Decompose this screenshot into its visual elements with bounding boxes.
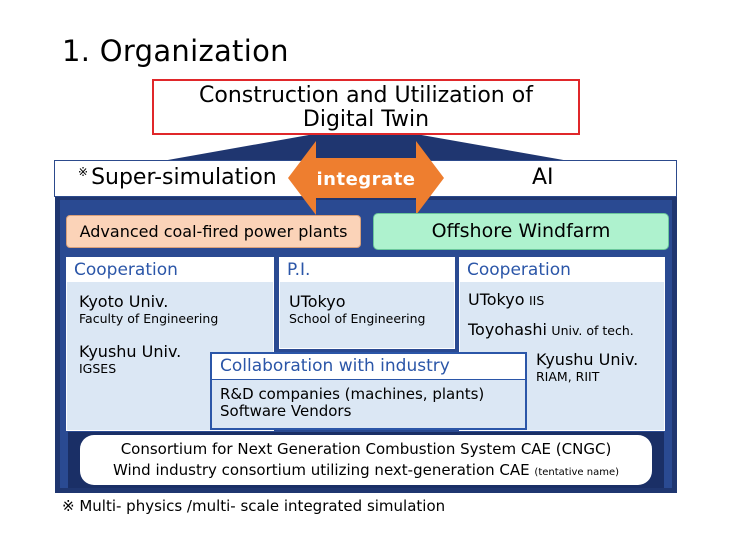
integrate-label: integrate [316,169,416,190]
cooperation-left-heading: Cooperation [67,258,273,282]
kyoto-univ: Kyoto Univ. [79,292,169,311]
industry-line1: R&D companies (machines, plants) [220,385,485,403]
industry-collaboration-box: Collaboration with industry R&D companie… [210,352,527,430]
toyohashi-name: Toyohashi [468,320,547,339]
kyushu-univ-left: Kyushu Univ. [79,342,182,361]
industry-heading: Collaboration with industry [212,354,525,380]
utokyo-pi-dept: School of Engineering [289,311,426,326]
toyohashi-dept: Univ. of tech. [551,323,634,338]
pi-heading: P.I. [280,258,454,282]
integrate-arrow-icon [288,141,444,215]
footnote: ※ Multi- physics /multi- scale integrate… [62,497,446,515]
kyushu-univ-right-dept: RIAM, RIIT [536,369,600,384]
toyohashi: Toyohashi Univ. of tech. [468,320,664,340]
kyushu-univ-left-dept: IGSES [79,361,117,376]
super-simulation-text: Super-simulation [91,165,277,190]
consortium-line1: Consortium for Next Generation Combustio… [120,440,612,458]
offshore-windfarm-theme: Offshore Windfarm [373,213,669,250]
digital-twin-line1: Construction and Utilization of [199,83,533,108]
kyoto-univ-dept: Faculty of Engineering [79,311,219,326]
digital-twin-line2: Digital Twin [302,107,430,132]
utokyo-iis: UTokyo IIS [468,290,664,310]
ai-label: AI [532,165,554,190]
kyushu-univ-right: Kyushu Univ. [536,350,639,369]
consortium-tentative-note: (tentative name) [534,467,619,478]
footnote-mark: ※ [78,165,89,179]
utokyo-pi: UTokyo [289,292,346,311]
utokyo-iis-dept: IIS [528,293,545,308]
digital-twin-box: Construction and Utilization of Digital … [152,79,580,135]
utokyo-iis-name: UTokyo [468,290,525,309]
consortium-box: Consortium for Next Generation Combustio… [80,435,652,485]
super-simulation-label: ※Super-simulation [78,165,277,190]
consortium-line2-wrap: Wind industry consortium utilizing next-… [80,460,652,483]
pi-panel: P.I. UTokyo School of Engineering [279,257,455,349]
cooperation-right-heading: Cooperation [460,258,664,282]
consortium-line2: Wind industry consortium utilizing next-… [113,461,530,479]
page-title: 1. Organization [62,34,289,68]
coal-plants-theme: Advanced coal-fired power plants [66,215,361,248]
industry-line2: Software Vendors [220,402,352,420]
